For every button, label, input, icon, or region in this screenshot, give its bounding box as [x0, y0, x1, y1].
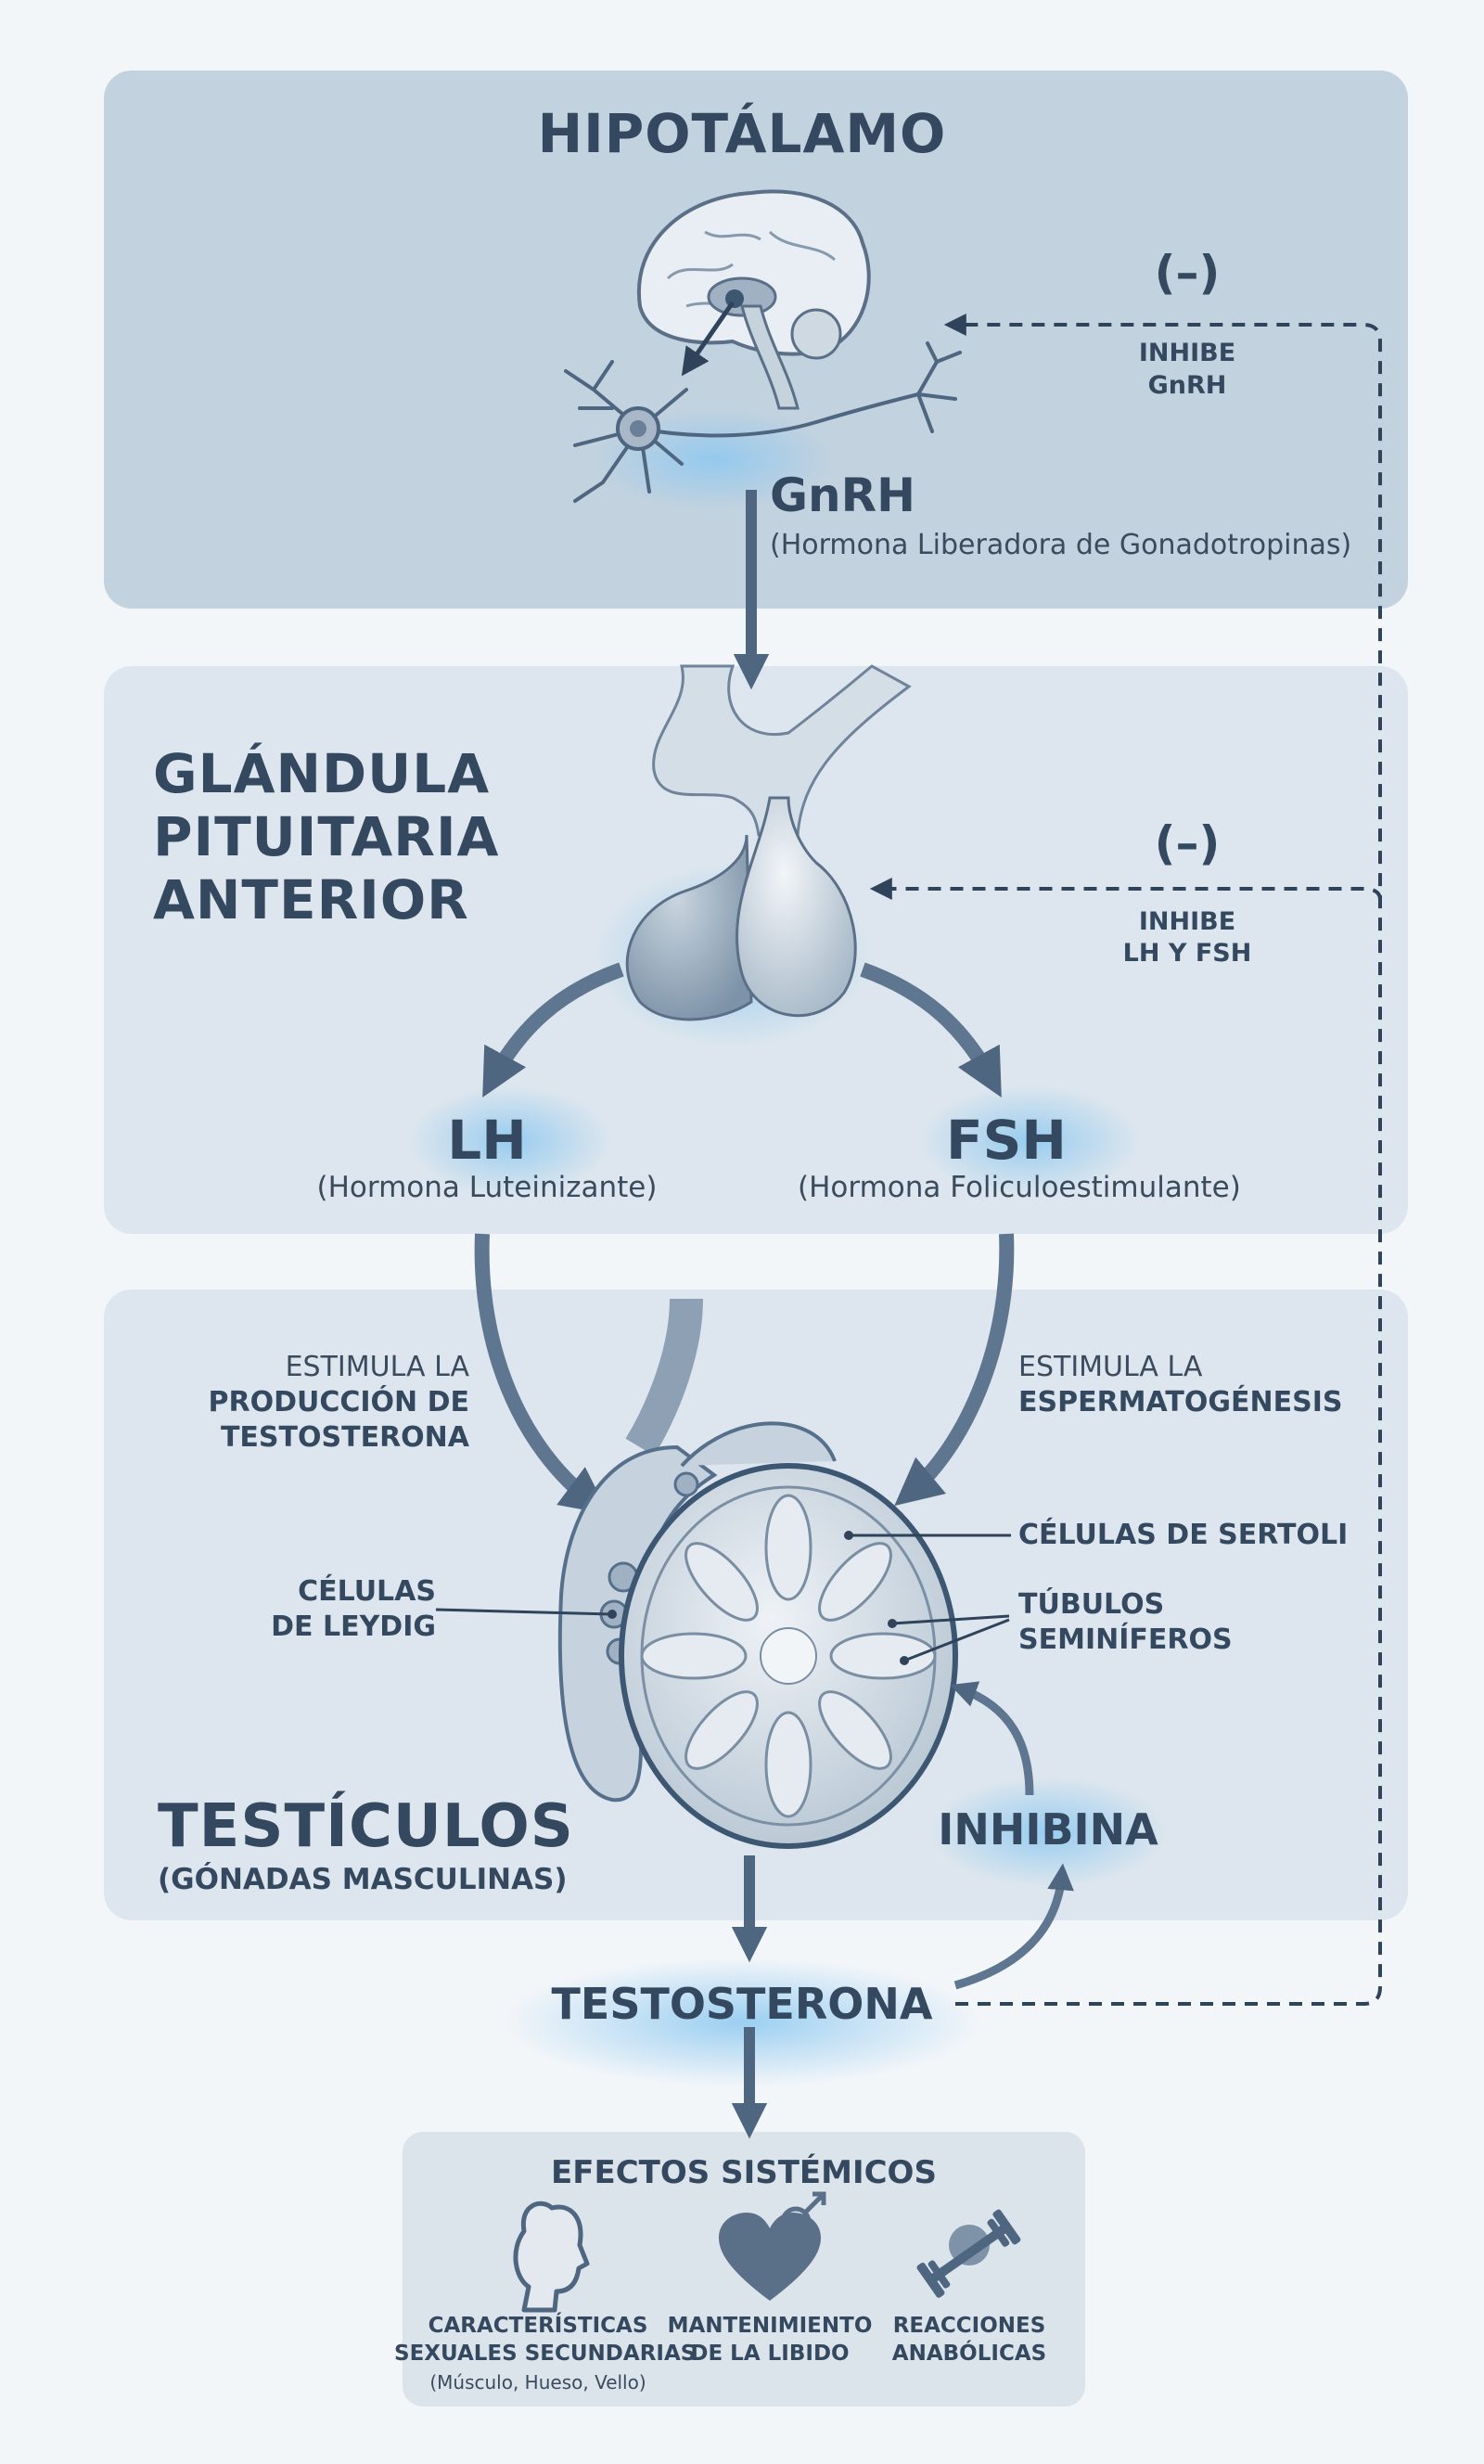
inhibe-gnrh-line2: GnRH — [1147, 371, 1227, 400]
testosterone-label: TESTOSTERONA — [551, 1979, 933, 2029]
fsh-label: FSH — [946, 1109, 1067, 1172]
fsh-to-testis-arrow — [894, 1233, 1015, 1507]
tubules-label-line2: SEMINÍFEROS — [1018, 1623, 1233, 1656]
inhibin-label: INHIBINA — [938, 1804, 1158, 1854]
heart-male-symbol-icon — [719, 2191, 826, 2301]
effect-label-line1: REACCIONES — [892, 2314, 1046, 2338]
pituitary-gland-icon — [625, 664, 912, 1021]
leydig-label-line1: CÉLULAS — [298, 1575, 436, 1608]
testes-title: TESTÍCULOS — [158, 1792, 574, 1861]
brain-icon — [636, 189, 871, 410]
lh-action-line2: PRODUCCIÓN DE — [208, 1386, 470, 1418]
gnrh-full-name: (Hormona Liberadora de Gonadotropinas) — [770, 529, 1352, 561]
inhibin-to-testis-arrow — [950, 1681, 1034, 1796]
inhibe-gnrh-line1: INHIBE — [1138, 339, 1236, 367]
tubules-pointer-1 — [891, 1614, 1010, 1625]
lh-glow — [408, 1085, 612, 1197]
effect-label-line2: DE LA LIBIDO — [690, 2342, 850, 2366]
lh-to-testis-arrow — [474, 1233, 609, 1515]
fsh-action-line2: ESPERMATOGÉNESIS — [1018, 1386, 1343, 1418]
effect-label-line1: CARACTERÍSTICAS — [428, 2314, 648, 2338]
pituitary-title-line1: GLÁNDULA — [153, 742, 491, 805]
fsh-arrow — [860, 962, 1002, 1097]
effect-label-line2: ANABÓLICAS — [891, 2342, 1047, 2366]
neuron-icon — [564, 341, 962, 503]
feedback-loop-gnrh — [943, 314, 1382, 2006]
feedback-sign-gnrh: (–) — [1154, 246, 1221, 300]
testes-subtitle: (GÓNADAS MASCULINAS) — [158, 1863, 568, 1896]
tubules-label-line1: TÚBULOS — [1018, 1588, 1165, 1621]
effect-note: (Músculo, Hueso, Vello) — [429, 2371, 646, 2393]
fsh-full-name: (Hormona Foliculoestimulante) — [798, 1171, 1241, 1204]
male-head-icon — [513, 2201, 590, 2313]
testosterone-to-inhibin-arrow — [953, 1863, 1074, 1990]
testosterone-glow — [501, 1957, 983, 2087]
lh-action-line1: ESTIMULA LA — [285, 1351, 469, 1383]
effects-title: EFECTOS SISTÉMICOS — [551, 2154, 937, 2191]
lh-full-name: (Hormona Luteinizante) — [316, 1171, 658, 1204]
pituitary-title-line2: PITUITARIA — [153, 805, 500, 868]
dumbbell-icon — [916, 2209, 1021, 2298]
fsh-action-line1: ESTIMULA LA — [1018, 1351, 1203, 1383]
gnrh-label: GnRH — [770, 468, 915, 522]
inhibe-lh-fsh-line1: INHIBE — [1138, 907, 1236, 936]
feedback-loop-lh-fsh — [869, 878, 1382, 901]
lh-label: LH — [447, 1109, 527, 1172]
effect-label-line1: MANTENIMIENTO — [667, 2314, 873, 2338]
tubules-pointer-2 — [903, 1618, 1010, 1662]
sertoli-label: CÉLULAS DE SERTOLI — [1018, 1519, 1349, 1551]
lh-action-line3: TESTOSTERONA — [220, 1421, 469, 1454]
effect-label-line2: SEXUALES SECUNDARIAS — [394, 2342, 697, 2366]
lh-arrow — [482, 962, 624, 1097]
fsh-glow — [918, 1085, 1141, 1197]
inhibe-lh-fsh-line2: LH Y FSH — [1122, 939, 1252, 968]
hypothalamus-title: HIPOTÁLAMO — [537, 102, 947, 165]
testis-icon — [557, 1298, 958, 1849]
leydig-pointer — [435, 1608, 613, 1616]
pituitary-title-line3: ANTERIOR — [153, 868, 469, 931]
feedback-sign-lh-fsh: (–) — [1154, 816, 1221, 870]
leydig-label-line2: DE LEYDIG — [271, 1611, 436, 1643]
